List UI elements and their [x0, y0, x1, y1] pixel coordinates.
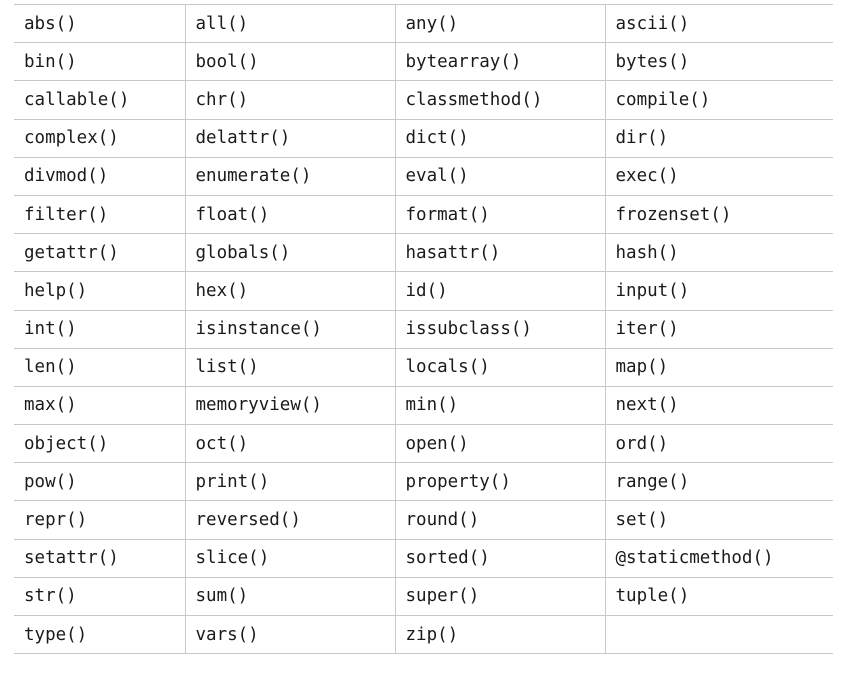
- function-cell: object(): [14, 424, 185, 464]
- function-cell: vars(): [184, 615, 395, 655]
- table-row: getattr()globals()hasattr()hash(): [14, 233, 833, 273]
- function-cell: next(): [604, 386, 833, 426]
- function-cell: setattr(): [14, 539, 185, 578]
- function-cell: locals(): [394, 348, 605, 387]
- function-cell: map(): [604, 348, 833, 387]
- table-row: len()list()locals()map(): [14, 348, 833, 387]
- function-cell: globals(): [184, 233, 395, 273]
- function-cell: print(): [184, 462, 395, 502]
- table-row: abs()all()any()ascii(): [14, 4, 833, 44]
- function-cell: range(): [604, 462, 833, 502]
- function-cell: help(): [14, 271, 185, 311]
- function-cell: bytes(): [604, 42, 833, 82]
- function-cell: dict(): [394, 119, 605, 158]
- function-cell: any(): [394, 4, 605, 44]
- function-cell: dir(): [604, 119, 833, 158]
- function-cell: property(): [394, 462, 605, 502]
- function-cell: bool(): [184, 42, 395, 82]
- table-body: abs()all()any()ascii()bin()bool()bytearr…: [14, 4, 833, 655]
- table-row: object()oct()open()ord(): [14, 424, 833, 464]
- function-cell: len(): [14, 348, 185, 387]
- function-cell: complex(): [14, 119, 185, 158]
- function-cell: [604, 615, 833, 655]
- function-cell: tuple(): [604, 577, 833, 617]
- function-cell: type(): [14, 615, 185, 655]
- function-cell: bin(): [14, 42, 185, 82]
- table-row: complex()delattr()dict()dir(): [14, 119, 833, 158]
- function-cell: hash(): [604, 233, 833, 273]
- function-cell: getattr(): [14, 233, 185, 273]
- function-cell: issubclass(): [394, 310, 605, 349]
- function-cell: divmod(): [14, 157, 185, 196]
- function-cell: float(): [184, 195, 395, 235]
- function-cell: int(): [14, 310, 185, 349]
- table-row: bin()bool()bytearray()bytes(): [14, 42, 833, 82]
- function-cell: @staticmethod(): [604, 539, 833, 578]
- function-cell: input(): [604, 271, 833, 311]
- function-cell: eval(): [394, 157, 605, 196]
- function-cell: format(): [394, 195, 605, 235]
- function-cell: callable(): [14, 80, 185, 120]
- table-row: filter()float()format()frozenset(): [14, 195, 833, 235]
- table-row: str()sum()super()tuple(): [14, 577, 833, 617]
- function-cell: super(): [394, 577, 605, 617]
- function-cell: memoryview(): [184, 386, 395, 426]
- function-cell: bytearray(): [394, 42, 605, 82]
- table-row: repr()reversed()round()set(): [14, 500, 833, 540]
- function-cell: frozenset(): [604, 195, 833, 235]
- function-cell: all(): [184, 4, 395, 44]
- builtin-functions-table: abs()all()any()ascii()bin()bool()bytearr…: [14, 4, 833, 655]
- table-row: callable()chr()classmethod()compile(): [14, 80, 833, 120]
- function-cell: iter(): [604, 310, 833, 349]
- function-cell: slice(): [184, 539, 395, 578]
- function-cell: list(): [184, 348, 395, 387]
- function-cell: isinstance(): [184, 310, 395, 349]
- function-cell: abs(): [14, 4, 185, 44]
- function-cell: zip(): [394, 615, 605, 655]
- function-cell: set(): [604, 500, 833, 540]
- table-row: int()isinstance()issubclass()iter(): [14, 310, 833, 349]
- function-cell: round(): [394, 500, 605, 540]
- function-cell: id(): [394, 271, 605, 311]
- table-row: setattr()slice()sorted()@staticmethod(): [14, 539, 833, 578]
- function-cell: exec(): [604, 157, 833, 196]
- function-cell: str(): [14, 577, 185, 617]
- function-cell: compile(): [604, 80, 833, 120]
- table-row: divmod()enumerate()eval()exec(): [14, 157, 833, 196]
- function-cell: sum(): [184, 577, 395, 617]
- function-cell: pow(): [14, 462, 185, 502]
- table-row: type()vars()zip(): [14, 615, 833, 655]
- function-cell: oct(): [184, 424, 395, 464]
- function-cell: open(): [394, 424, 605, 464]
- function-cell: repr(): [14, 500, 185, 540]
- function-cell: ascii(): [604, 4, 833, 44]
- function-cell: reversed(): [184, 500, 395, 540]
- function-cell: min(): [394, 386, 605, 426]
- function-cell: hex(): [184, 271, 395, 311]
- table-row: help()hex()id()input(): [14, 271, 833, 311]
- function-cell: delattr(): [184, 119, 395, 158]
- function-cell: hasattr(): [394, 233, 605, 273]
- table-row: pow()print()property()range(): [14, 462, 833, 502]
- table-row: max()memoryview()min()next(): [14, 386, 833, 426]
- function-cell: max(): [14, 386, 185, 426]
- function-cell: ord(): [604, 424, 833, 464]
- function-cell: enumerate(): [184, 157, 395, 196]
- function-cell: chr(): [184, 80, 395, 120]
- function-cell: classmethod(): [394, 80, 605, 120]
- function-cell: filter(): [14, 195, 185, 235]
- function-cell: sorted(): [394, 539, 605, 578]
